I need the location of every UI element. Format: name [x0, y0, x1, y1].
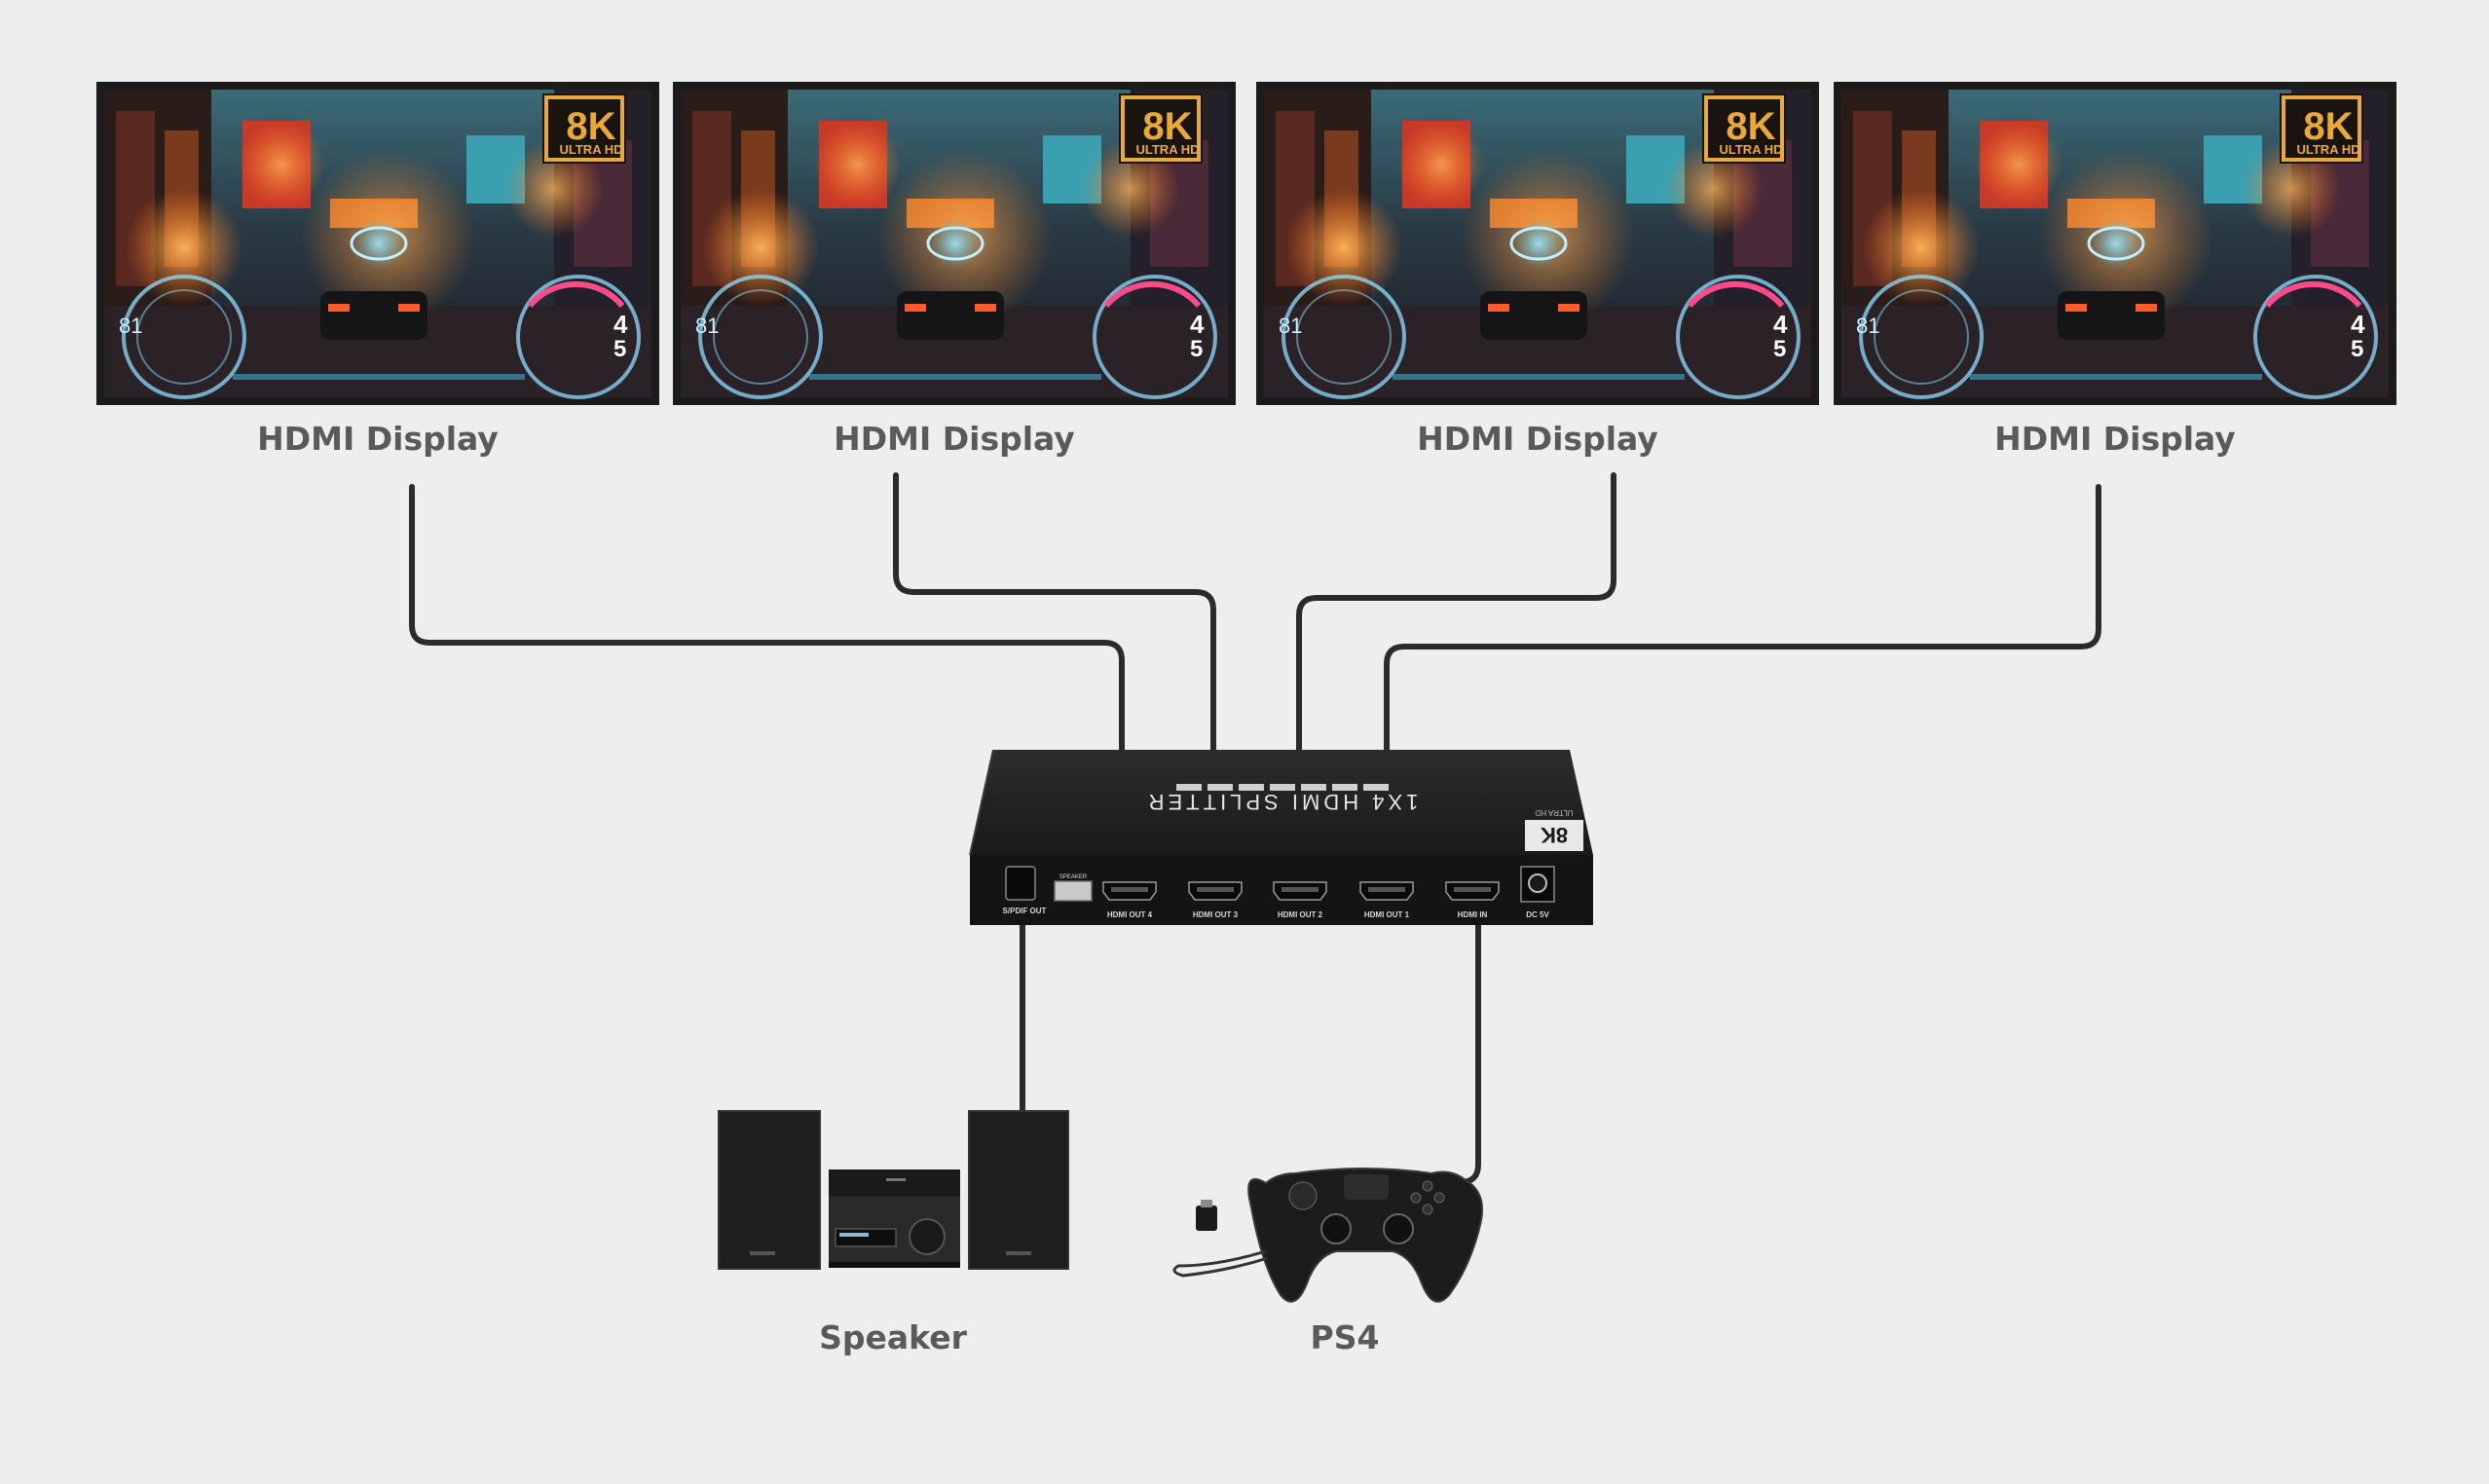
volume-knob	[909, 1218, 946, 1255]
hud-left-number: 81	[695, 314, 719, 338]
speaker-system	[718, 1110, 1069, 1270]
cable-display-4	[1384, 484, 2101, 887]
hud-right-number-top: 4	[1773, 310, 1788, 339]
badge-8k-sub: ULTRA HD	[1136, 142, 1200, 157]
hud-left-number: 81	[1856, 314, 1879, 338]
hud-right-number-top: 4	[1190, 310, 1205, 339]
display-1: 8K ULTRA HD 81 4 5	[96, 82, 659, 405]
hdmi-in-port	[1445, 881, 1500, 901]
speaker-left	[719, 1111, 820, 1269]
port-label-spdif: S/PDIF OUT	[1003, 907, 1047, 915]
hud-right-number-bottom: 5	[2351, 336, 2363, 362]
badge-8k-main: 8K	[566, 105, 615, 148]
hdmi-out-4-port	[1102, 881, 1157, 901]
left-stick	[1320, 1213, 1352, 1244]
badge-8k-main: 8K	[1142, 105, 1192, 148]
cable-display-1	[409, 484, 1125, 887]
hud-left-number: 81	[119, 314, 142, 338]
ps4-controller	[1172, 1168, 1484, 1303]
cables	[409, 472, 2101, 1185]
badge-8k-sub: ULTRA HD	[560, 142, 623, 157]
display-3-label: HDMI Display	[1417, 420, 1658, 458]
display-2: 8K ULTRA HD 81 4 5	[673, 82, 1236, 405]
display-2-label: HDMI Display	[834, 420, 1075, 458]
splitter-badge-8k: 8K	[1541, 823, 1568, 847]
hud-right-number-bottom: 5	[1773, 336, 1786, 362]
speaker-right	[969, 1111, 1068, 1269]
right-stick	[1383, 1213, 1414, 1244]
display-1-label: HDMI Display	[257, 420, 499, 458]
port-label-hdmi-in: HDMI IN	[1458, 910, 1488, 919]
hud-right-number-top: 4	[613, 310, 628, 339]
display-4: 8K ULTRA HD 81 4 5	[1834, 82, 2396, 405]
port-label-hdmi-out-4: HDMI OUT 4	[1107, 910, 1153, 919]
hdmi-out-1-port	[1359, 881, 1414, 901]
badge-8k-sub: ULTRA HD	[2297, 142, 2360, 157]
badge-8k-main: 8K	[1726, 105, 1775, 148]
cable-ps4	[1414, 910, 1481, 1185]
ps4-label: PS4	[1310, 1318, 1380, 1356]
hud-left-number: 81	[1279, 314, 1302, 338]
splitter-title: 1X4 HDMI SPLITTER	[1145, 790, 1419, 814]
hud-right-number-bottom: 5	[613, 336, 626, 362]
speaker-port-tag: SPEAKER	[1059, 874, 1088, 880]
port-label-hdmi-out-2: HDMI OUT 2	[1278, 910, 1323, 919]
hud-right-number-top: 4	[2351, 310, 2365, 339]
hud-right-number-bottom: 5	[1190, 336, 1203, 362]
speaker-port	[1054, 880, 1093, 902]
badge-8k-sub: ULTRA HD	[1720, 142, 1783, 157]
port-label-hdmi-out-3: HDMI OUT 3	[1193, 910, 1239, 919]
speaker-label: Speaker	[819, 1318, 967, 1356]
usb-dongle	[1196, 1206, 1217, 1231]
hdmi-splitter: 1X4 HDMI SPLITTER 8K ULTRA HD SPEAKER S/…	[969, 749, 1593, 925]
display-4-label: HDMI Display	[1994, 420, 2236, 458]
splitter-badge-sub: ULTRA HD	[1535, 808, 1573, 817]
display-3: 8K ULTRA HD 81 4 5	[1256, 82, 1819, 405]
spdif-port	[1005, 866, 1036, 901]
cable-display-2	[893, 472, 1216, 887]
port-label-hdmi-out-1: HDMI OUT 1	[1364, 910, 1410, 919]
hdmi-out-2-port	[1273, 881, 1327, 901]
lanyard	[1172, 1249, 1269, 1278]
port-label-dc: DC 5V	[1526, 910, 1549, 919]
dc-port-housing	[1520, 866, 1555, 903]
dc-port	[1528, 873, 1547, 893]
hdmi-out-3-port	[1188, 881, 1243, 901]
badge-8k-main: 8K	[2303, 105, 2353, 148]
cable-display-3	[1296, 472, 1616, 887]
